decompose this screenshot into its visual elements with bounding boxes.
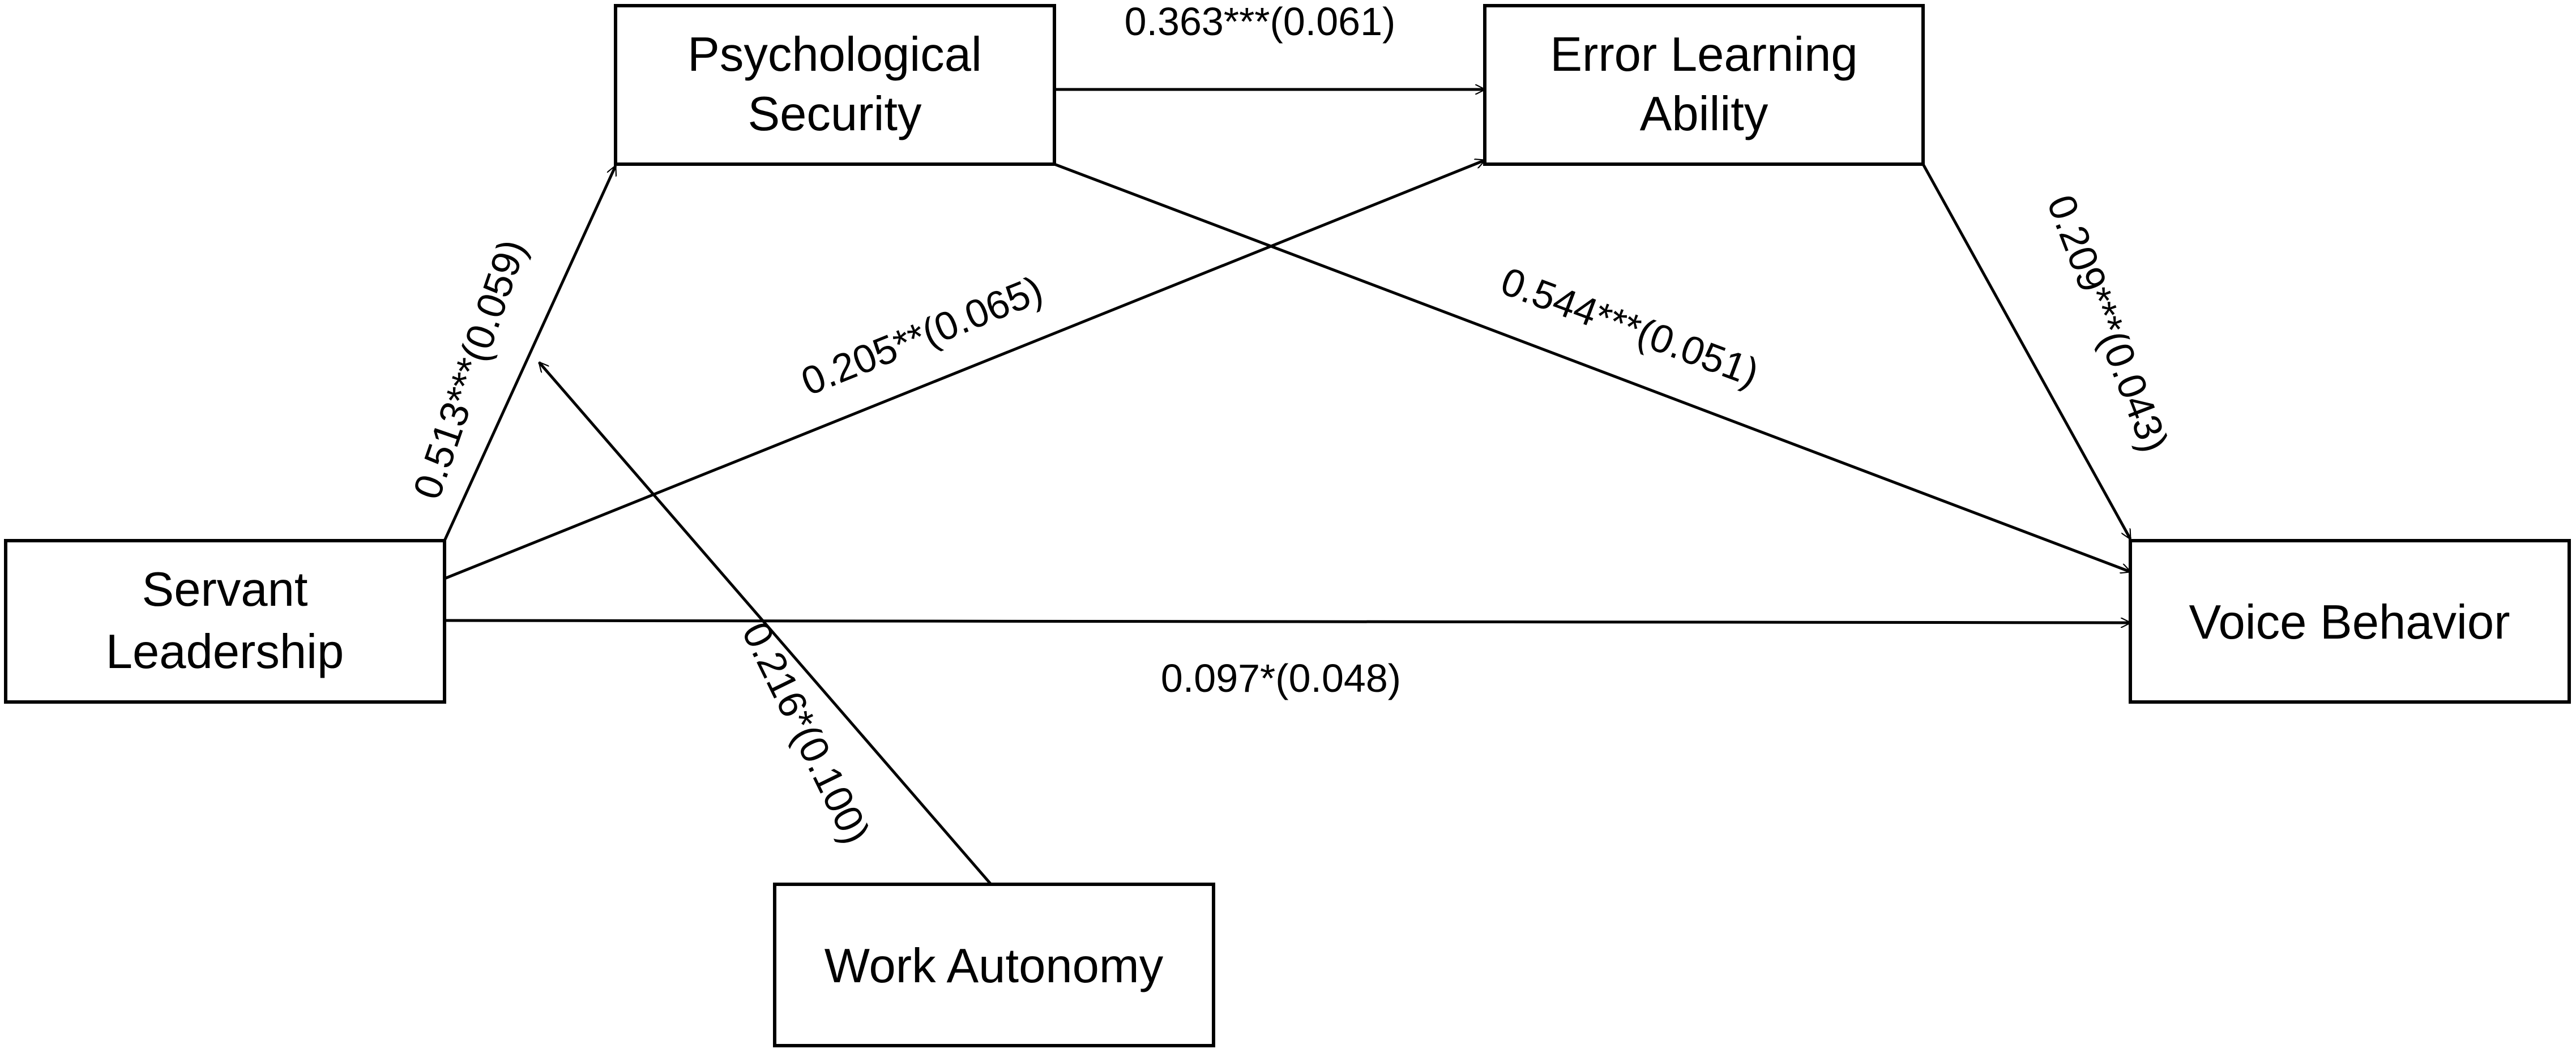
edge-label-wa-moderation: 0.216*(0.100) (734, 615, 879, 850)
node-servant-leadership-line1: Servant (142, 563, 308, 617)
edge-label-ps-to-vb: 0.544***(0.051) (1496, 259, 1765, 395)
node-error-learning-ability-line1: Error Learning (1550, 28, 1857, 82)
edge-label-sl-to-ps: 0.513***(0.059) (405, 234, 535, 504)
node-work-autonomy-label: Work Autonomy (825, 939, 1164, 993)
arrow-ela-to-vb (1921, 163, 2132, 539)
node-voice-behavior-label: Voice Behavior (2189, 596, 2510, 649)
node-psychological-security: Psychological Security (614, 4, 1056, 166)
arrow-ps-to-vb (1054, 162, 2130, 572)
edge-label-sl-to-ela: 0.205**(0.065) (795, 267, 1049, 404)
node-error-learning-ability-line2: Ability (1640, 87, 1768, 141)
node-work-autonomy: Work Autonomy (773, 883, 1215, 1047)
edge-label-sl-to-vb: 0.097*(0.048) (1161, 656, 1401, 700)
edge-label-ela-to-vb: 0.209***(0.043) (2039, 189, 2177, 458)
arrow-sl-to-ela (444, 160, 1485, 580)
arrow-sl-to-ps (443, 166, 617, 542)
node-error-learning-ability: Error Learning Ability (1483, 4, 1925, 166)
arrow-wa-moderation (539, 362, 992, 885)
arrow-sl-to-vb (444, 620, 2130, 623)
node-psychological-security-line1: Psychological (687, 28, 982, 82)
edge-label-ps-to-ela: 0.363***(0.061) (1125, 0, 1396, 44)
node-voice-behavior: Voice Behavior (2129, 539, 2571, 704)
node-servant-leadership: Servant Leadership (4, 539, 446, 704)
node-psychological-security-line2: Security (747, 87, 922, 141)
node-servant-leadership-line2: Leadership (106, 625, 344, 679)
